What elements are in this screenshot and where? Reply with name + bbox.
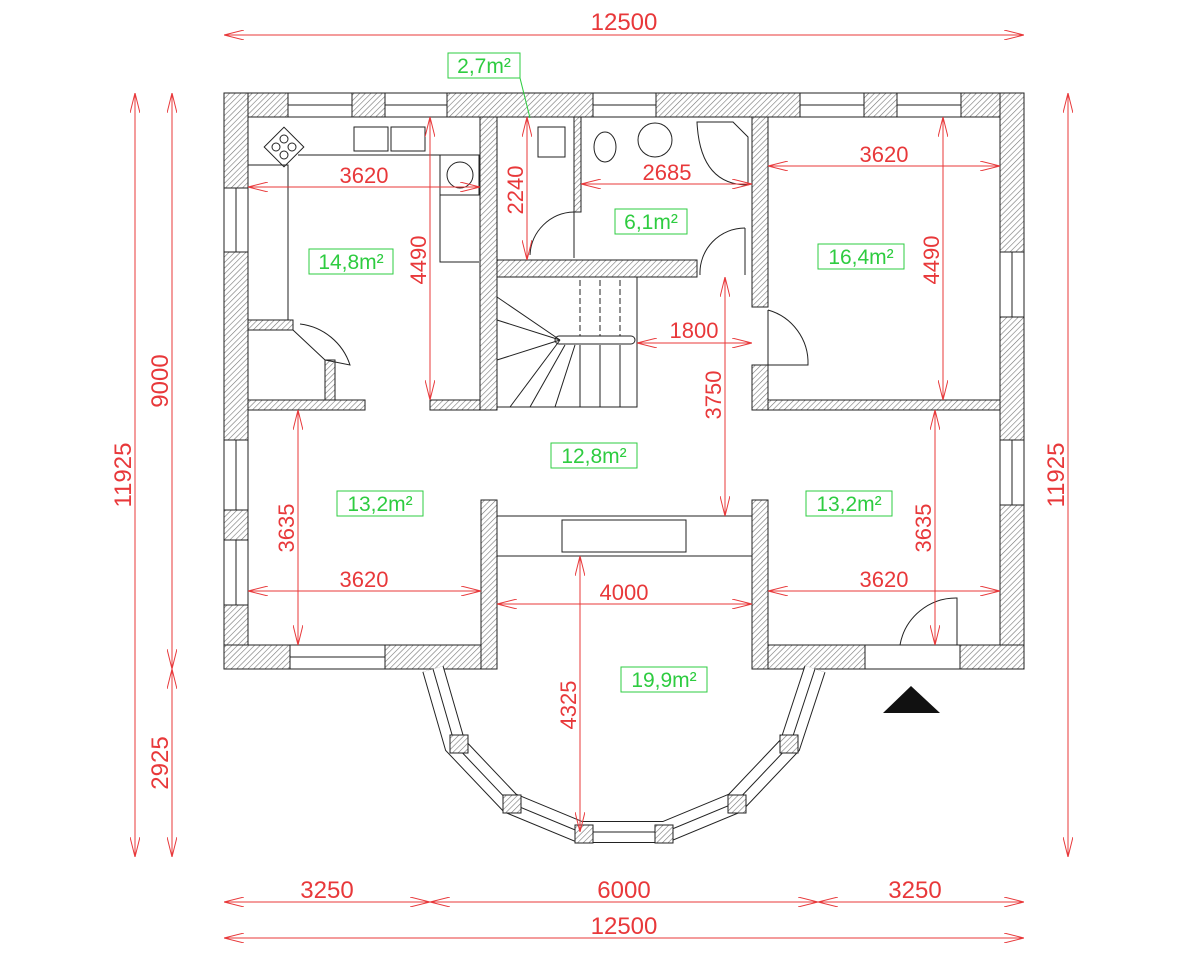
dim-bottom-right: 3250 [888, 877, 941, 904]
dim-sw-depth: 3635 [274, 504, 299, 553]
dim-bath-width: 2685 [643, 160, 692, 185]
dim-kitchen-depth: 4490 [406, 236, 431, 285]
area-hall: 12,8m² [561, 445, 626, 468]
area-room-se: 13,2m² [816, 493, 881, 516]
dim-stair-gap: 1800 [670, 318, 719, 343]
dim-se-width: 3620 [860, 567, 909, 592]
area-room-sw: 13,2m² [347, 493, 412, 516]
dim-bay-depth: 4325 [556, 681, 581, 730]
area-labels: 2,7m² 14,8m² 6,1m² 16,4m² 12,8m² 13,2m² … [308, 52, 905, 693]
dim-hall-depth: 3750 [701, 371, 726, 420]
dim-bottom-mid: 6000 [597, 877, 650, 904]
dim-bottom-total: 12500 [591, 913, 658, 940]
windows [223, 92, 1025, 670]
sink-icon [637, 122, 673, 158]
dim-bedroom-depth: 4490 [919, 236, 944, 285]
dimension-lines [135, 35, 1068, 938]
toilet-icon [593, 131, 617, 163]
dim-left-main: 9000 [147, 354, 174, 407]
dim-wc-depth: 2240 [503, 166, 528, 215]
dim-se-depth: 3635 [911, 504, 936, 553]
dim-bay-width: 4000 [600, 580, 649, 605]
bay-window [422, 665, 826, 844]
entrance-arrow-icon [883, 686, 940, 713]
dim-bottom-left: 3250 [300, 877, 353, 904]
area-bedroom-ne: 16,4m² [828, 246, 893, 269]
staircase [496, 276, 638, 408]
fixtures [248, 121, 958, 713]
area-kitchen: 14,8m² [318, 251, 383, 274]
shower-icon [696, 121, 749, 186]
area-bath: 6,1m² [624, 211, 678, 234]
dim-left-total: 11925 [110, 443, 137, 508]
dimension-labels: 12500 12500 3250 6000 3250 11925 9000 29… [110, 9, 1070, 940]
area-living-bay: 19,9m² [631, 669, 696, 692]
dim-left-bay: 2925 [147, 736, 174, 789]
dim-bedroom-width: 3620 [860, 142, 909, 167]
dim-kitchen-width: 3620 [340, 163, 389, 188]
dim-top-total: 12500 [591, 9, 658, 36]
dim-sw-width: 3620 [340, 567, 389, 592]
stove-icon [263, 126, 305, 168]
dim-right-total: 11925 [1043, 443, 1070, 508]
area-wc: 2,7m² [457, 55, 511, 78]
